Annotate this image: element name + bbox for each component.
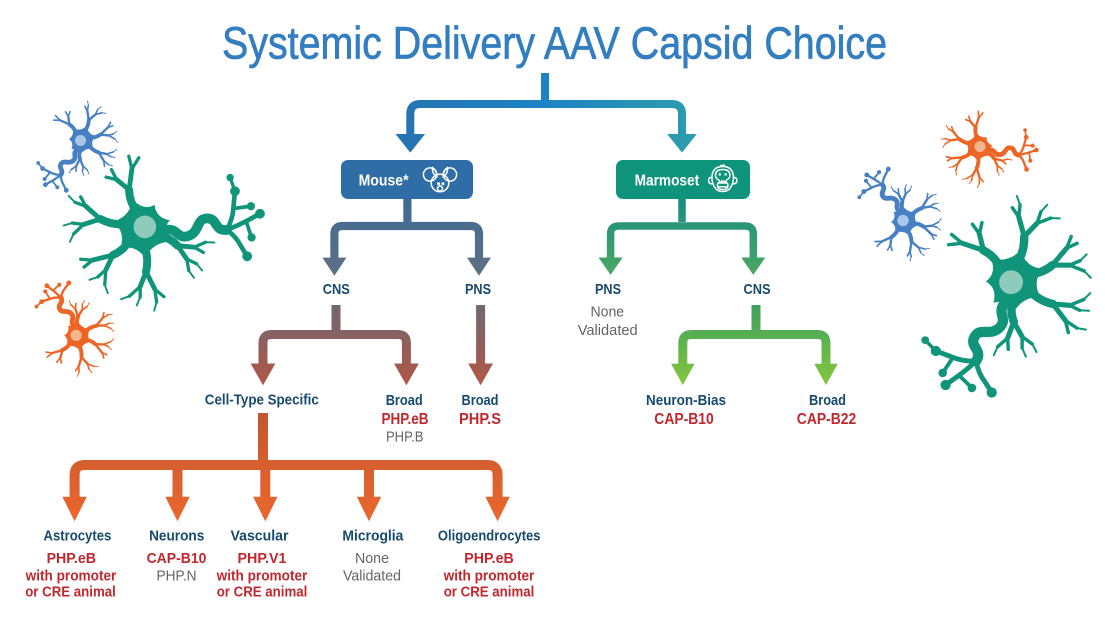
svg-text:Neurons: Neurons: [149, 528, 204, 544]
svg-text:Broad: Broad: [462, 392, 499, 409]
svg-text:PHP.B: PHP.B: [386, 428, 423, 445]
svg-text:with promoter: with promoter: [443, 568, 535, 584]
svg-text:Mouse*: Mouse*: [359, 173, 410, 190]
svg-text:CAP-B10: CAP-B10: [654, 411, 713, 428]
svg-text:Validated: Validated: [343, 568, 401, 584]
svg-text:Oligoendrocytes: Oligoendrocytes: [438, 528, 541, 544]
svg-text:PNS: PNS: [465, 281, 491, 298]
svg-text:CNS: CNS: [323, 281, 350, 298]
svg-text:CNS: CNS: [743, 281, 770, 298]
svg-text:Systemic Delivery AAV Capsid C: Systemic Delivery AAV Capsid Choice: [222, 18, 887, 69]
svg-text:PNS: PNS: [595, 281, 621, 298]
svg-text:Marmoset: Marmoset: [635, 173, 700, 190]
svg-text:Astrocytes: Astrocytes: [44, 528, 112, 544]
svg-text:Broad: Broad: [809, 392, 846, 409]
svg-text:or CRE animal: or CRE animal: [217, 584, 308, 600]
svg-text:PHP.V1: PHP.V1: [238, 551, 287, 567]
svg-text:Broad: Broad: [386, 392, 423, 409]
svg-text:with promoter: with promoter: [216, 568, 308, 584]
svg-text:None: None: [590, 304, 624, 321]
svg-text:None: None: [355, 551, 389, 567]
svg-text:Cell-Type Specific: Cell-Type Specific: [205, 392, 319, 409]
svg-text:PHP.eB: PHP.eB: [47, 551, 96, 567]
svg-text:Validated: Validated: [578, 322, 638, 339]
svg-text:Neuron-Bias: Neuron-Bias: [646, 392, 726, 409]
svg-text:or CRE animal: or CRE animal: [444, 584, 535, 600]
svg-text:or CRE animal: or CRE animal: [25, 584, 116, 600]
svg-text:CAP-B10: CAP-B10: [147, 551, 207, 567]
svg-text:PHP.eB: PHP.eB: [382, 411, 429, 428]
svg-text:Vascular: Vascular: [231, 528, 289, 544]
svg-text:PHP.eB: PHP.eB: [464, 551, 513, 567]
svg-text:PHP.S: PHP.S: [459, 411, 501, 428]
svg-text:CAP-B22: CAP-B22: [797, 411, 856, 428]
svg-text:PHP.N: PHP.N: [157, 568, 197, 584]
svg-text:Microglia: Microglia: [342, 528, 404, 544]
svg-text:with promoter: with promoter: [25, 568, 117, 584]
